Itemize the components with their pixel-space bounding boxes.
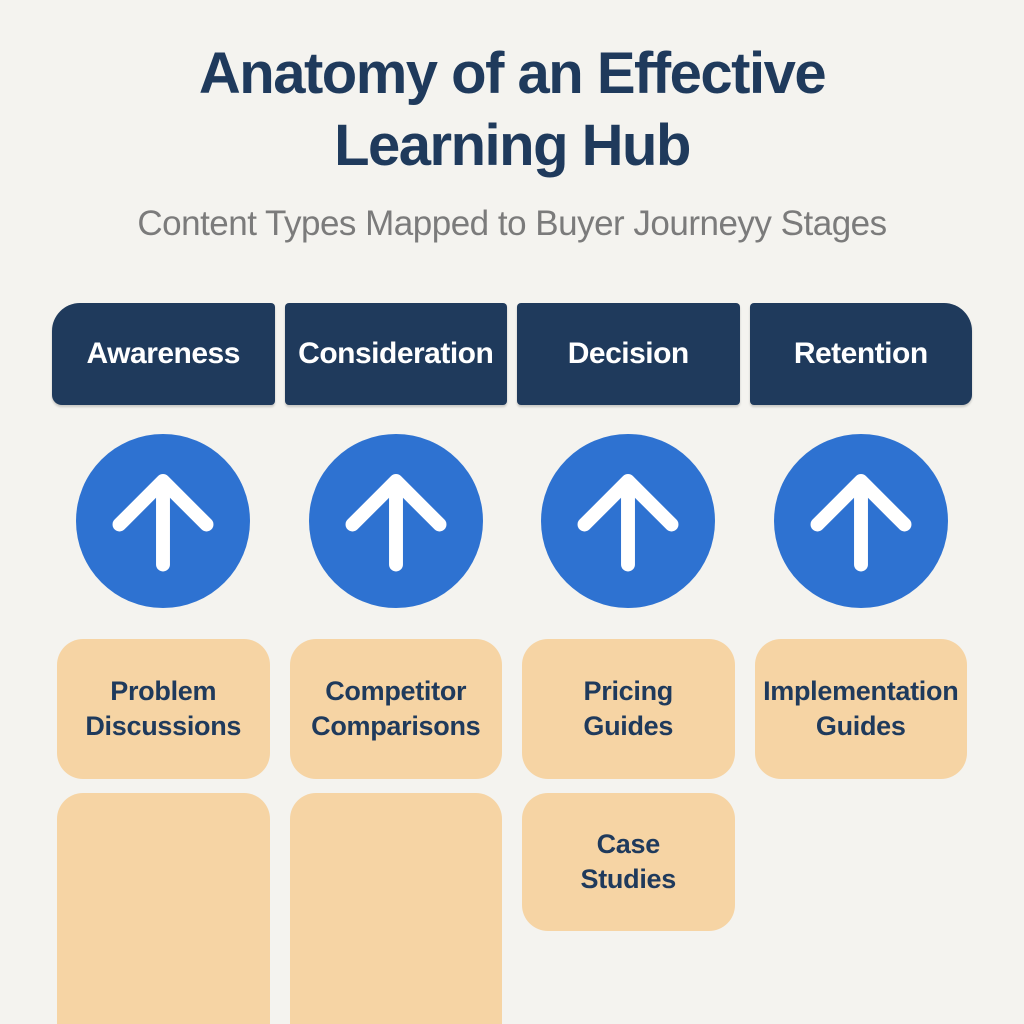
arrow-up-icon [76, 434, 251, 608]
page-subtitle: Content Types Mapped to Buyer Journeyy S… [137, 204, 887, 243]
column-consideration: Consideration Competitor Comparisons [284, 303, 507, 1024]
stage-header-decision: Decision [517, 303, 740, 405]
column-awareness: Awareness Problem Discussions [52, 303, 275, 1024]
column-decision: Decision Pricing Guides Case Studies [517, 303, 740, 1024]
column-retention: Retention Implementation Guides [749, 303, 972, 1024]
page-title: Anatomy of an Effective Learning Hub [198, 41, 827, 178]
stage-header-retention: Retention [749, 303, 972, 405]
content-card-empty [57, 793, 270, 1024]
content-card: Problem Discussions [57, 639, 270, 779]
content-card: Pricing Guides [522, 639, 735, 779]
content-card: Case Studies [522, 793, 735, 931]
content-card: Competitor Comparisons [289, 639, 502, 779]
content-card-empty [289, 793, 502, 1024]
stage-header-consideration: Consideration [284, 303, 507, 405]
arrow-up-icon [308, 434, 483, 608]
content-card: Implementation Guides [754, 639, 967, 779]
arrow-up-icon [541, 434, 716, 608]
arrow-up-icon [773, 434, 948, 608]
stage-header-awareness: Awareness [52, 303, 275, 405]
journey-columns: Awareness Problem Discussions Considerat… [52, 303, 972, 1024]
